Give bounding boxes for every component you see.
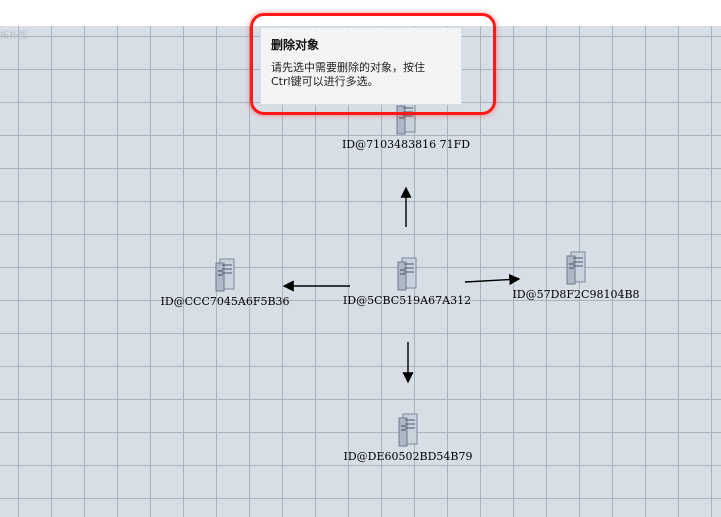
canvas-title: 拓扑图 <box>0 31 28 41</box>
node-label: ID@DE60502BD54B79 <box>343 450 473 463</box>
delete-object-tooltip: 删除对象 请先选中需要删除的对象，按住 Ctrl键可以进行多选。 <box>260 27 462 105</box>
device-node-right[interactable]: ID@57D8F2C98104B8 <box>496 250 656 301</box>
topology-canvas[interactable]: 拓扑图 <box>0 26 721 517</box>
node-label: ID@57D8F2C98104B8 <box>512 288 640 301</box>
server-icon <box>398 413 418 447</box>
tooltip-body: 请先选中需要删除的对象，按住 Ctrl键可以进行多选。 <box>271 61 425 88</box>
edge-center-right <box>464 273 521 286</box>
tooltip-highlight-ring <box>250 13 496 115</box>
device-node-top[interactable]: ID@7103483816 71FD <box>326 100 486 151</box>
node-label: ID@CCC7045A6F5B36 <box>160 295 290 308</box>
device-node-left[interactable]: ID@CCC7045A6F5B36 <box>145 257 305 308</box>
device-node-bottom[interactable]: ID@DE60502BD54B79 <box>328 412 488 463</box>
server-icon <box>215 258 235 292</box>
device-node-center[interactable]: ID@5CBC519A67A312 <box>327 256 487 307</box>
server-icon <box>566 251 586 285</box>
node-label: ID@7103483816 71FD <box>341 138 471 151</box>
server-icon <box>397 257 417 291</box>
tooltip-title: 删除对象 <box>271 38 320 52</box>
node-label: ID@5CBC519A67A312 <box>342 294 472 307</box>
